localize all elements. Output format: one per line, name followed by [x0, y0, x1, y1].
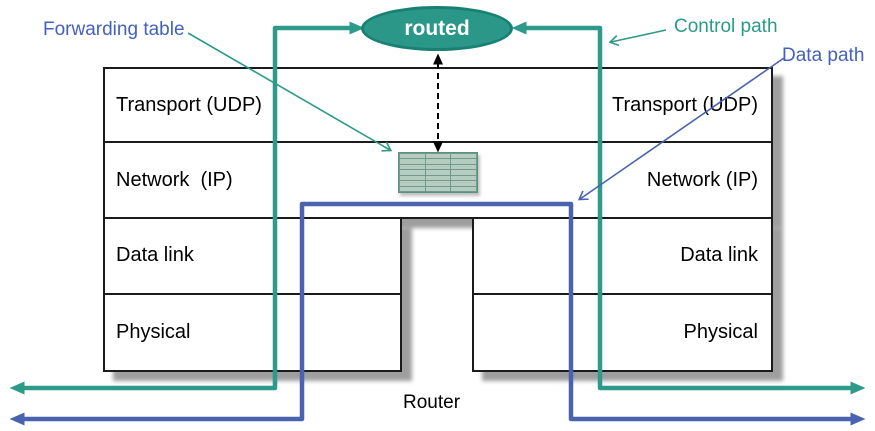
forwarding-table-cell	[400, 181, 425, 186]
forwarding-table-cell	[400, 175, 425, 181]
forwarding-table-cell	[425, 175, 451, 181]
forwarding-table-cell	[400, 170, 425, 175]
data-path-line	[9, 201, 866, 426]
data-path-pointer-line	[577, 57, 785, 201]
routed-daemon-label: routed	[404, 16, 470, 40]
control-path-line-right	[511, 21, 866, 395]
control-path-label: Control path	[674, 16, 778, 37]
forwarding-table-pointer-line	[187, 32, 393, 152]
forwarding-table-cell	[451, 154, 476, 159]
control-path-pointer-line	[608, 29, 667, 47]
data-path-label: Data path	[782, 45, 865, 66]
forwarding-table-cell	[400, 154, 425, 159]
router-caption: Router	[403, 392, 461, 413]
forwarding-table-cell	[425, 170, 451, 175]
forwarding-table-cell	[425, 181, 451, 186]
forwarding-table-cell	[425, 154, 451, 159]
forwarding-table-cell	[400, 186, 425, 191]
forwarding-table-cell	[451, 170, 476, 175]
forwarding-table-cell	[425, 186, 451, 191]
forwarding-table-cell	[451, 175, 476, 181]
forwarding-table-cell	[400, 164, 425, 170]
forwarding-table-cell	[451, 159, 476, 164]
forwarding-table-cell	[425, 159, 451, 164]
forwarding-table-grid	[398, 152, 478, 193]
forwarding-table-cell	[451, 186, 476, 191]
forwarding-table-cell	[400, 159, 425, 164]
forwarding-table-cell	[425, 164, 451, 170]
forwarding-table-label: Forwarding table	[43, 19, 185, 40]
routed-daemon-ellipse: routed	[361, 6, 513, 51]
forwarding-table-cell	[451, 164, 476, 170]
forwarding-table-cell	[451, 181, 476, 186]
control-path-line-left	[9, 21, 365, 395]
